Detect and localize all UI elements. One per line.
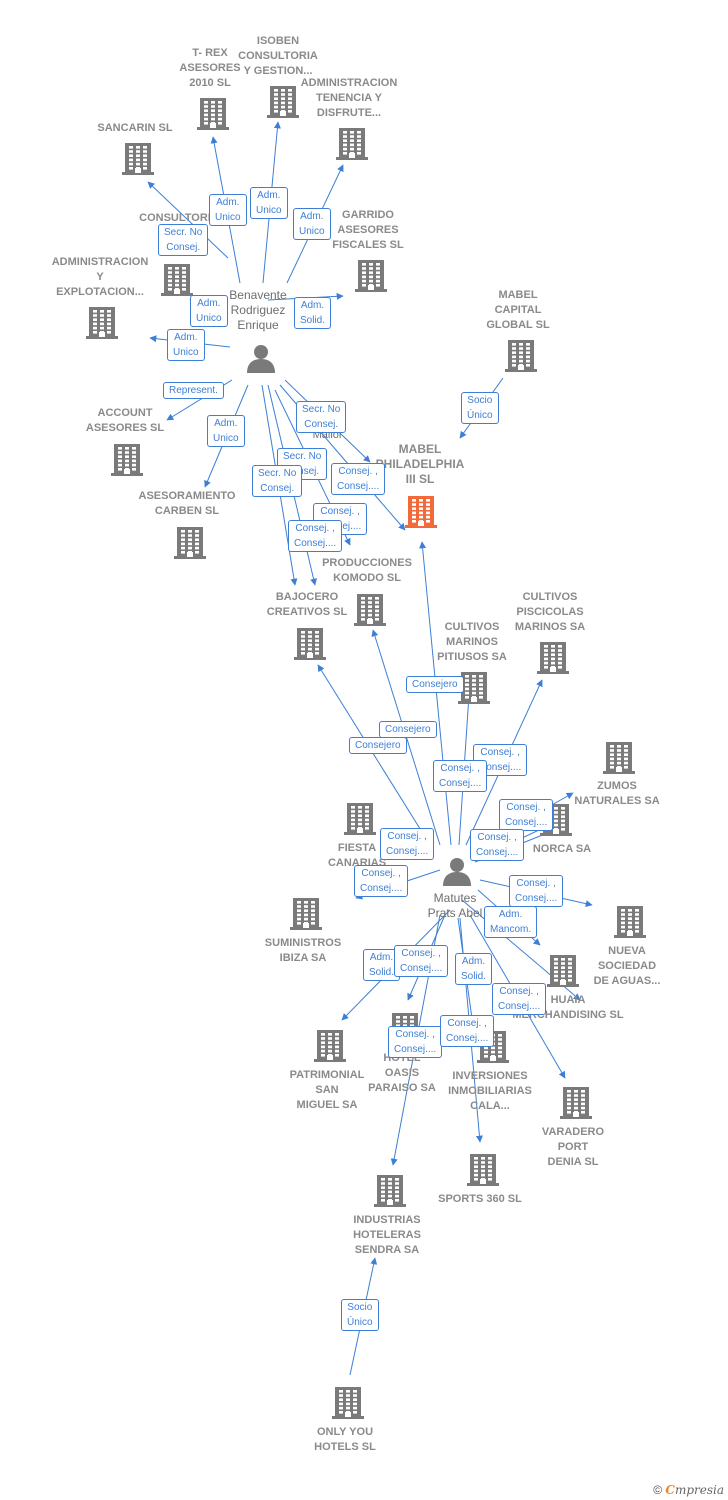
edge-label: Adm. Unico	[293, 208, 331, 240]
edge-label: Socio Único	[341, 1299, 379, 1331]
edge-label: Consej. , Consej....	[354, 865, 409, 897]
edge-label: Consej. , Consej....	[499, 799, 554, 831]
building-icon	[294, 626, 326, 665]
building-icon	[560, 1085, 592, 1124]
edge-label: Adm. Solid.	[294, 297, 332, 329]
company-label: NUEVA SOCIEDAD DE AGUAS...	[593, 945, 661, 987]
edge-line	[419, 541, 452, 846]
building-icon	[374, 1173, 406, 1212]
person-label: Benavente Rodriguez Enrique	[229, 288, 287, 332]
company-label: VARADERO PORT DENIA SL	[541, 1126, 605, 1168]
edge-label: Consej. , Consej....	[509, 875, 564, 907]
company-label: T- REX ASESORES 2010 SL	[179, 47, 241, 89]
company-label: GARRIDO ASESORES FISCALES SL	[332, 209, 404, 251]
building-icon	[354, 592, 386, 631]
company-label: INVERSIONES INMOBILIARIAS CALA...	[448, 1070, 532, 1112]
company-label: ZUMOS NATURALES SA	[574, 780, 660, 807]
company-label: ACCOUNT ASESORES SL	[85, 407, 165, 434]
edge-label: Consej. , Consej....	[492, 983, 547, 1015]
edge-label: Consej. , Consej....	[331, 463, 386, 495]
building-icon	[332, 1385, 364, 1424]
edge-label: Consej. , Consej....	[380, 828, 435, 860]
company-label: HUAIA MERCHANDISING SL	[512, 994, 624, 1021]
building-icon	[344, 801, 376, 840]
company-label: INDUSTRIAS HOTELERAS SENDRA SA	[353, 1214, 421, 1256]
edge-label: Secr. No Consej.	[252, 465, 303, 497]
person-icon	[442, 856, 472, 891]
company-label-focus: MABEL PHILADELPHIA III SL	[375, 442, 465, 486]
edge-label: Adm. Unico	[190, 295, 228, 327]
company-label: ASESORAMIENTO CARBEN SL	[138, 490, 236, 517]
edge-line	[317, 664, 433, 849]
footer-brand[interactable]: © Cmpresia	[653, 1483, 724, 1497]
edge-label: Adm. Unico	[207, 415, 245, 447]
edge-label: Secr. No Consej.	[296, 401, 347, 433]
company-label: SANCARIN SL	[97, 122, 173, 134]
edge-label: Adm. Mancom.	[484, 906, 538, 938]
building-icon	[111, 442, 143, 481]
company-label: SPORTS 360 SL	[438, 1193, 522, 1205]
copyright-symbol: ©	[653, 1483, 663, 1497]
building-icon	[355, 258, 387, 297]
building-icon-focus	[405, 494, 437, 533]
building-icon	[290, 896, 322, 935]
building-icon	[86, 305, 118, 344]
brand-logo: Cmpresia	[665, 1483, 724, 1497]
building-icon	[614, 904, 646, 943]
company-label: ONLY YOU HOTELS SL	[314, 1426, 376, 1453]
building-icon	[197, 96, 229, 135]
edge-label: Consejero	[379, 721, 437, 738]
edge-label: Consej. , Consej....	[440, 1015, 495, 1047]
company-label: NORCA SA	[532, 843, 592, 855]
edge-label: Consejero	[406, 676, 464, 693]
edge-label: Adm. Unico	[209, 194, 247, 226]
company-label: MABEL CAPITAL GLOBAL SL	[486, 289, 550, 331]
edge-label: Adm. Unico	[167, 329, 205, 361]
person-label: Matutes Prats Abel	[427, 891, 483, 920]
company-label: CULTIVOS PISCICOLAS MARINOS SA	[514, 591, 586, 633]
company-label: PRODUCCIONES KOMODO SL	[322, 557, 412, 584]
building-icon	[122, 141, 154, 180]
edge-label: Adm. Unico	[250, 187, 288, 219]
edge-label: Secr. No Consej.	[158, 224, 209, 256]
building-icon	[161, 262, 193, 301]
edge-label: Consej. , Consej....	[288, 520, 343, 552]
edge-label: Secr. No Consej.	[277, 448, 328, 480]
building-icon	[537, 640, 569, 679]
building-icon	[547, 953, 579, 992]
edge-label: Represent.	[163, 382, 224, 399]
company-label: ADMINISTRACION Y EXPLOTACION...	[51, 256, 149, 298]
company-label: ISOBEN CONSULTORIA Y GESTION...	[238, 35, 318, 77]
company-label: ADMINISTRACION TENENCIA Y DISFRUTE...	[300, 77, 398, 119]
edge-label: Adm. Solid.	[455, 953, 493, 985]
building-icon	[336, 126, 368, 165]
edge-label: Consej. , Consej....	[433, 760, 488, 792]
edge-label: Consej. , Consej....	[388, 1026, 443, 1058]
person-icon	[246, 343, 276, 378]
building-icon	[174, 525, 206, 564]
edge-label: Adm. Solid.	[363, 949, 401, 981]
edge-label: Consej. , Consej....	[394, 945, 449, 977]
edge-label: Consejero	[349, 737, 407, 754]
building-icon	[314, 1028, 346, 1067]
company-label: SUMINISTROS IBIZA SA	[264, 937, 342, 964]
company-label: PATRIMONIAL SAN MIGUEL SA	[289, 1069, 365, 1111]
edge-label: Socio Único	[461, 392, 499, 424]
edge-label: Consej. , Consej....	[470, 829, 525, 861]
building-icon	[267, 84, 299, 123]
building-icon	[505, 338, 537, 377]
building-icon	[458, 670, 490, 709]
company-label: BAJOCERO CREATIVOS SL	[266, 591, 348, 618]
building-icon	[467, 1152, 499, 1191]
company-label: CULTIVOS MARINOS PITIUSOS SA	[437, 621, 507, 663]
edge-line	[147, 181, 229, 259]
building-icon	[603, 740, 635, 779]
